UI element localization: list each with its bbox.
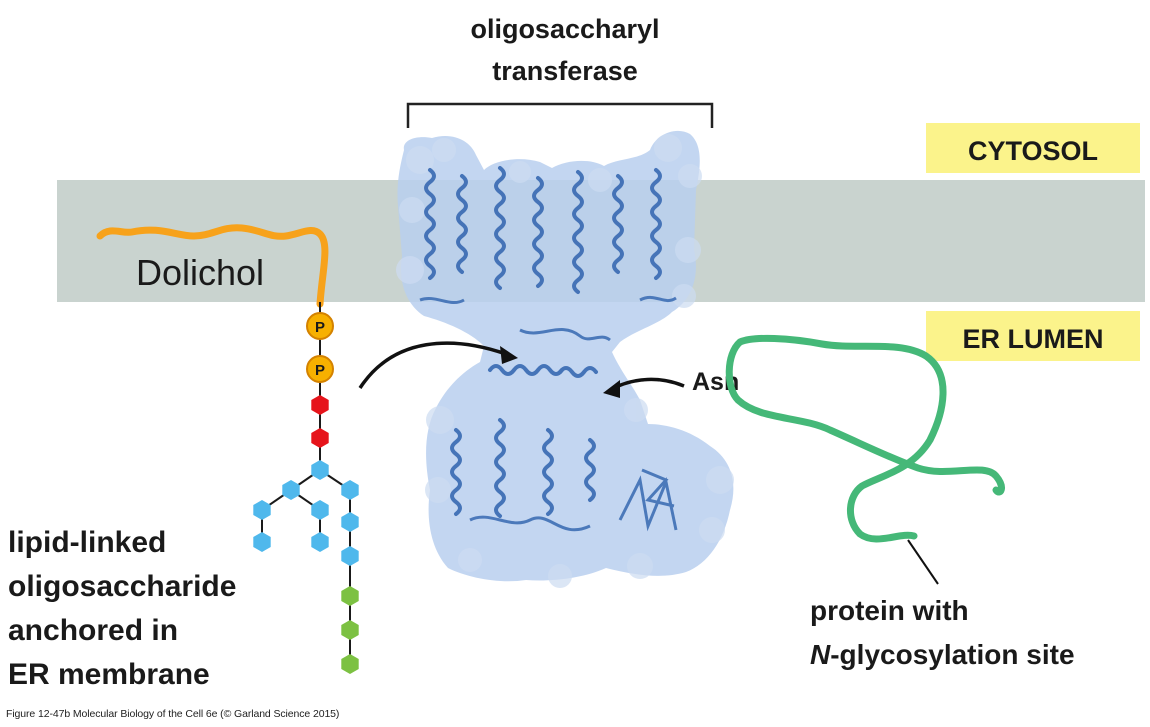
dolichol-label: Dolichol — [136, 252, 264, 293]
lipid-label-line3: anchored in — [8, 614, 178, 647]
protein-label-line2: N-glycosylation site — [810, 639, 1075, 670]
enzyme-bracket — [406, 102, 714, 128]
cytosol-label: CYTOSOL — [968, 136, 1098, 166]
transfer-arrow — [358, 341, 507, 389]
asn-arrowhead — [603, 380, 620, 398]
protein-label-n: N — [810, 639, 831, 670]
green-sugar-2 — [341, 620, 359, 640]
blue-sugar-4 — [253, 500, 271, 520]
er-lumen-label-box — [926, 311, 1140, 361]
dolichol-chain — [96, 224, 329, 308]
red-sugar-1 — [311, 395, 329, 415]
lipid-label-line4: ER membrane — [8, 658, 210, 691]
blue-sugar-9 — [341, 546, 359, 566]
er-lumen-label: ER LUMEN — [963, 324, 1104, 354]
blue-sugar-6 — [341, 512, 359, 532]
lipid-linked-label: lipid-linked oligosaccharide anchored in… — [8, 526, 236, 691]
protein-leader-line — [907, 539, 939, 585]
phosphate-1-label: P — [315, 319, 325, 336]
protein-chain — [725, 334, 1005, 543]
lipid-label-line1: lipid-linked — [8, 526, 166, 559]
blue-sugar-8 — [311, 532, 329, 552]
oligosaccharyl-transferase-structure — [396, 130, 734, 588]
figure-caption: Figure 12-47b Molecular Biology of the C… — [6, 708, 340, 720]
blue-sugar-3 — [341, 480, 359, 500]
phosphate-2 — [306, 355, 334, 383]
phosphate-1 — [306, 312, 334, 340]
enzyme-label-line1: oligosaccharyl — [470, 14, 659, 44]
green-sugar-1 — [341, 586, 359, 606]
protein-label-line1: protein with — [810, 595, 969, 626]
red-sugar-2 — [311, 428, 329, 448]
transfer-arrowhead — [500, 346, 518, 364]
enzyme-label-line2: transferase — [492, 56, 638, 86]
lipid-linked-oligosaccharide: P P — [253, 302, 359, 674]
cytosol-label-box — [926, 123, 1140, 173]
blue-sugar-7 — [253, 532, 271, 552]
lipid-label-line2: oligosaccharide — [8, 570, 236, 603]
blue-sugar-1 — [311, 460, 329, 480]
blue-sugar-2 — [282, 480, 300, 500]
protein-label-rest: -glycosylation site — [830, 639, 1074, 670]
green-sugar-3 — [341, 654, 359, 674]
blue-sugar-5 — [311, 500, 329, 520]
phosphate-2-label: P — [315, 362, 325, 379]
